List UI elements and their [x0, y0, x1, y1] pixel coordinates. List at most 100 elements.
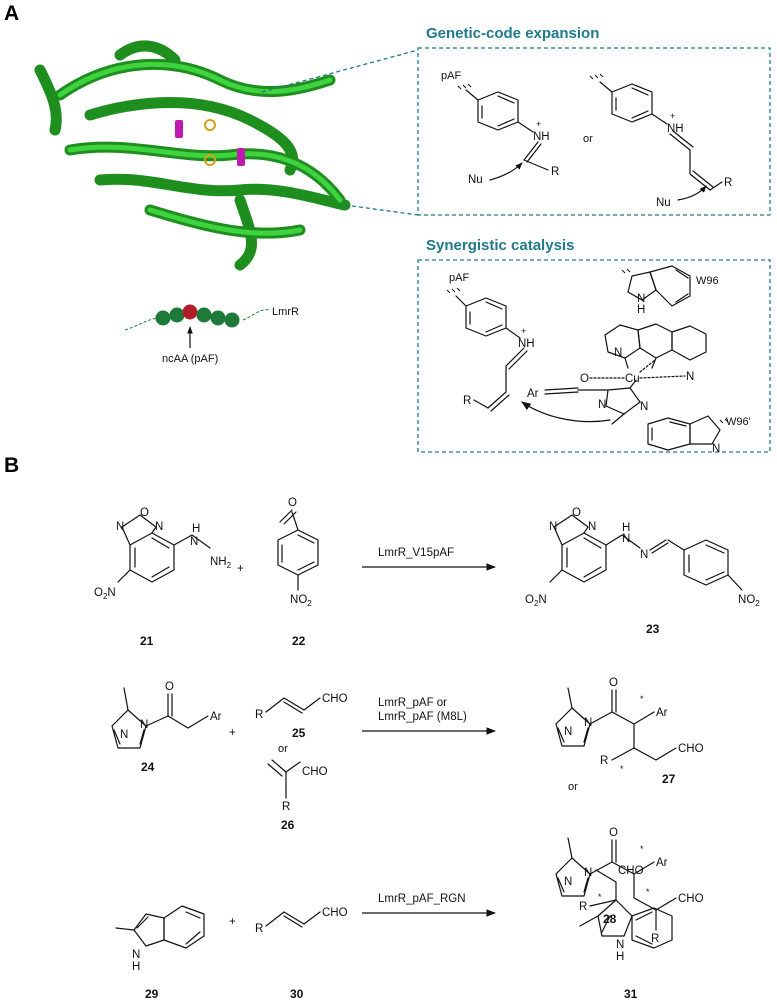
- compound-28: 28: [603, 912, 617, 926]
- sc-o: O: [580, 373, 589, 385]
- genetic-code-expansion-box: [417, 47, 771, 216]
- compound-31: 31: [624, 987, 638, 1001]
- r3-30-r: R: [255, 923, 263, 935]
- svg-text:+: +: [670, 111, 675, 121]
- r1-catalyst: LmrR_V15pAF: [378, 547, 454, 559]
- zoom-line-bottom: [344, 204, 419, 216]
- r2-27-n1: N: [564, 726, 572, 738]
- gce-nh-left: NH: [533, 131, 550, 143]
- svg-text:+: +: [536, 119, 541, 129]
- r1-21-nh: N: [190, 536, 198, 548]
- ncaa-label: ncAA (pAF): [162, 353, 218, 365]
- r2-25-cho: CHO: [322, 693, 348, 705]
- r3-31-h: H: [616, 951, 624, 963]
- compound-27: 27: [662, 772, 676, 786]
- r1-21-n1: N: [116, 521, 124, 533]
- r1-plus: +: [237, 563, 244, 575]
- r3-31-cho: CHO: [618, 865, 644, 877]
- sc-n1: N: [614, 347, 622, 359]
- r2-catalyst-1: LmrR_pAF or: [378, 697, 447, 709]
- sc-w96-h: H: [637, 304, 645, 316]
- gce-r-left: R: [551, 166, 559, 178]
- r2-27-n2: N: [584, 717, 592, 729]
- r2-26-r: R: [282, 801, 290, 813]
- compound-29: 29: [145, 987, 159, 1001]
- r2-27-o: O: [609, 677, 618, 689]
- r1-22-o: O: [288, 497, 297, 509]
- r2-25-r: R: [255, 709, 263, 721]
- r1-23-n3: N: [640, 549, 648, 561]
- r3-30-cho: CHO: [322, 907, 348, 919]
- synergistic-catalysis-box: [417, 259, 771, 453]
- lmrr-bead-cartoon: [124, 304, 271, 348]
- compound-26: 26: [281, 818, 295, 832]
- compound-21: 21: [140, 634, 154, 648]
- sc-r: R: [463, 395, 471, 407]
- svg-text:+: +: [521, 326, 526, 336]
- r2-27-ar: Ar: [656, 707, 668, 719]
- r1-23-o2n: O2N: [525, 594, 547, 608]
- sc-w96p-label: W96': [726, 416, 751, 428]
- gce-r-right: R: [724, 177, 732, 189]
- sc-structures: [446, 265, 729, 451]
- r2-or: or: [278, 743, 288, 755]
- r2-27-cho: CHO: [678, 743, 704, 755]
- sc-cu: Cu: [625, 373, 640, 385]
- synergistic-catalysis-title: Synergistic catalysis: [426, 237, 574, 254]
- r1-23-no2: NO2: [738, 594, 760, 608]
- r2-26-cho: CHO: [302, 766, 328, 778]
- r2-27-star1: *: [640, 694, 644, 704]
- sc-n3: N: [640, 401, 648, 413]
- r1-23-nh: N: [622, 533, 630, 545]
- r2-plus: +: [229, 727, 236, 739]
- gce-nu-left: Nu: [468, 174, 483, 186]
- r1-23-n1: N: [549, 521, 557, 533]
- r3-31-r: R: [579, 901, 587, 913]
- sc-nh: NH: [518, 338, 535, 350]
- r3-29-n: N: [132, 949, 140, 961]
- r3-catalyst: LmrR_pAF_RGN: [378, 893, 466, 905]
- r2-product-or: or: [568, 781, 578, 793]
- r2-28-cho: CHO: [678, 893, 704, 905]
- r1-21-h: H: [192, 523, 200, 535]
- r3-plus: +: [229, 916, 236, 928]
- gce-nu-right: Nu: [656, 197, 671, 209]
- r3-31-n: N: [616, 939, 624, 951]
- sc-ar: Ar: [527, 388, 539, 400]
- r2-27-star2: *: [620, 764, 624, 774]
- r2-24-o: O: [165, 681, 174, 693]
- compound-30: 30: [290, 987, 304, 1001]
- panel-a-letter: A: [4, 2, 19, 25]
- compound-24: 24: [141, 760, 155, 774]
- r1-21-nh2: NH2: [210, 556, 232, 570]
- r2-28-r: R: [651, 933, 659, 945]
- protein-structure: [34, 40, 351, 271]
- r2-28-n1: N: [564, 876, 572, 888]
- r1-21-n2: N: [155, 521, 163, 533]
- compound-23: 23: [646, 622, 660, 636]
- r1-21-o: O: [140, 507, 149, 519]
- r2-24-n2: N: [140, 719, 148, 731]
- r3-29-h: H: [132, 961, 140, 973]
- r1-21-o2n: O2N: [94, 587, 116, 601]
- sc-w96-label: W96: [696, 275, 719, 287]
- reaction-3-structures: [115, 869, 673, 949]
- panel-b-letter: B: [4, 454, 19, 477]
- reaction-1-structures: [117, 509, 743, 591]
- r2-catalyst-2: LmrR_pAF (M8L): [378, 711, 467, 723]
- sc-n2: N: [686, 371, 694, 383]
- sc-n4: N: [598, 399, 606, 411]
- gce-or: or: [583, 133, 593, 145]
- gce-nh-right: NH: [667, 123, 684, 135]
- ncaa-bead: [182, 304, 198, 320]
- genetic-code-expansion-title: Genetic-code expansion: [426, 25, 599, 42]
- r1-22-no2: NO2: [290, 594, 312, 608]
- r2-24-ar: Ar: [210, 711, 222, 723]
- r1-23-n2: N: [588, 521, 596, 533]
- r2-24-n1: N: [120, 729, 128, 741]
- reaction-2-structures: [111, 687, 677, 931]
- r1-23-h: H: [622, 522, 630, 534]
- r2-28-star1: *: [640, 844, 644, 854]
- r2-28-ar: Ar: [656, 857, 668, 869]
